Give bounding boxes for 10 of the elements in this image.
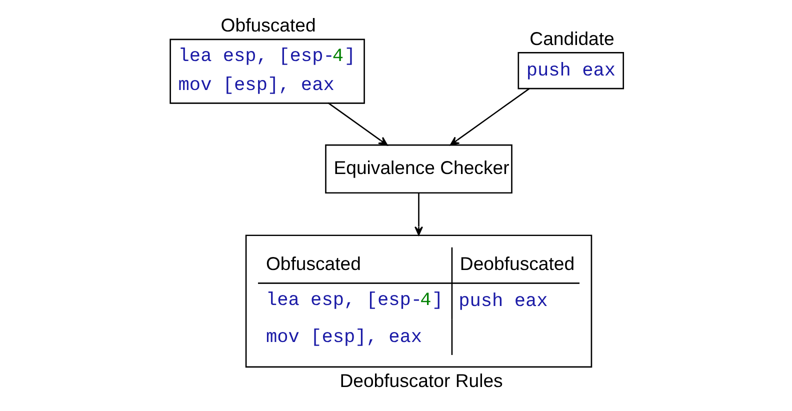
node-box: Obfuscated Deobfuscated lea esp, [esp-4] push eax mov [esp], eax (244, 234, 592, 368)
node-box: push eax (517, 52, 624, 90)
arrow (414, 192, 422, 236)
node-label: Candidate (529, 28, 614, 50)
arrow (449, 88, 530, 146)
arrow (327, 102, 388, 146)
node-label: Deobfuscator Rules (339, 370, 502, 392)
node-box: lea esp, [esp-4] mov [esp], eax (169, 38, 364, 104)
node-label: Obfuscated (220, 14, 316, 36)
node-box: Equivalence Checker (324, 144, 512, 194)
